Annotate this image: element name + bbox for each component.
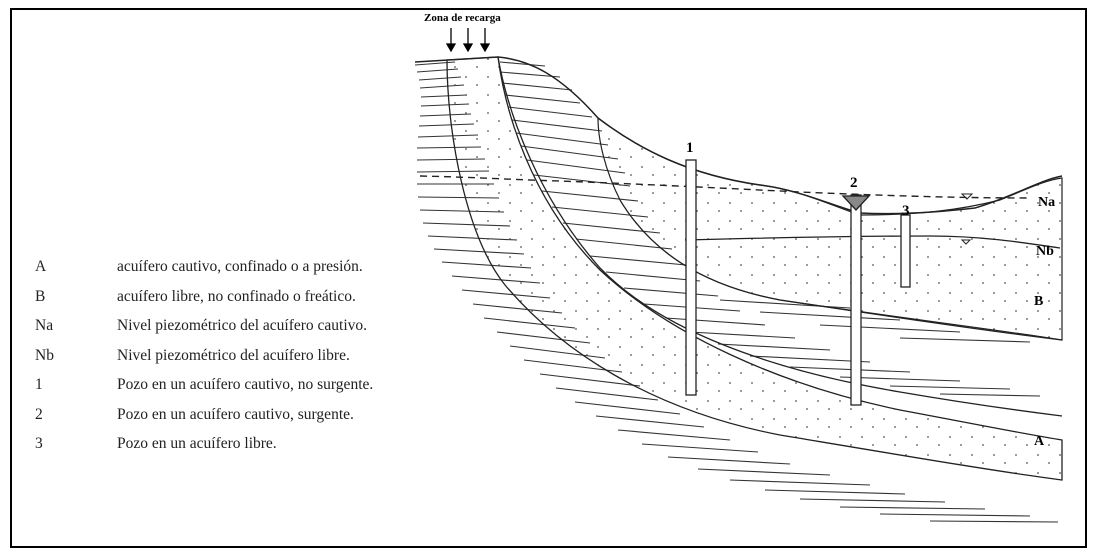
- legend-description: Pozo en un acuífero libre.: [117, 435, 277, 452]
- legend-description: acuífero cautivo, confinado o a presión.: [117, 258, 363, 275]
- legend-description: Pozo en un acuífero cautivo, no surgente…: [117, 376, 374, 393]
- legend-key: 2: [35, 405, 43, 423]
- well-2-label: 2: [850, 175, 858, 191]
- piezometric-level-nb: [684, 235, 1061, 249]
- legend-row: A acuífero cautivo, confinado o a presió…: [35, 258, 505, 288]
- legend-description: Nivel piezométrico del acuífero cautivo.: [117, 317, 368, 334]
- recharge-arrows: [445, 28, 491, 53]
- legend-description: Nivel piezométrico del acuífero libre.: [117, 346, 350, 364]
- legend-row: Na Nivel piezométrico del acuífero cauti…: [35, 317, 505, 347]
- legend-row: 1 Pozo en un acuífero cautivo, no surgen…: [35, 376, 505, 406]
- legend-key: Na: [35, 317, 54, 334]
- confining-boundary-upper: [497, 56, 1063, 417]
- well-3-label: 3: [902, 203, 910, 219]
- nb-level-label: Nb: [1036, 244, 1054, 259]
- well-3: [900, 214, 911, 288]
- legend-row: Nb Nivel piezométrico del acuífero libre…: [35, 347, 505, 377]
- legend-key: 3: [35, 435, 43, 452]
- legend-key: Nb: [35, 346, 54, 364]
- well-1: [685, 159, 697, 396]
- aquifer-b-label: B: [1034, 294, 1043, 309]
- confined-aquifer-a: [446, 56, 1063, 481]
- well-1-label: 1: [686, 140, 694, 156]
- water-level-symbols: [960, 193, 974, 245]
- legend-key: A: [35, 258, 47, 275]
- unconfined-aquifer-b: [597, 116, 1063, 341]
- legend-key: B: [35, 287, 46, 305]
- well-2: [841, 194, 871, 406]
- aquifer-a-label: A: [1034, 434, 1045, 449]
- recharge-zone-label: Zona de recarga: [424, 12, 501, 24]
- ground-surface: [414, 56, 1063, 215]
- layer-boundary-mid: [619, 199, 1063, 341]
- na-level-label: Na: [1038, 195, 1055, 210]
- legend-row: B acuífero libre, no confinado o freátic…: [35, 288, 505, 318]
- legend-key: 1: [35, 376, 43, 393]
- legend-row: 3 Pozo en un acuífero libre.: [35, 435, 505, 465]
- legend: A acuífero cautivo, confinado o a presió…: [35, 258, 505, 465]
- legend-description: Pozo en un acuífero cautivo, surgente.: [117, 405, 354, 423]
- piezometric-level-na: [419, 175, 1031, 199]
- legend-row: 2 Pozo en un acuífero cautivo, surgente.: [35, 406, 505, 436]
- legend-description: acuífero libre, no confinado o freático.: [117, 287, 356, 305]
